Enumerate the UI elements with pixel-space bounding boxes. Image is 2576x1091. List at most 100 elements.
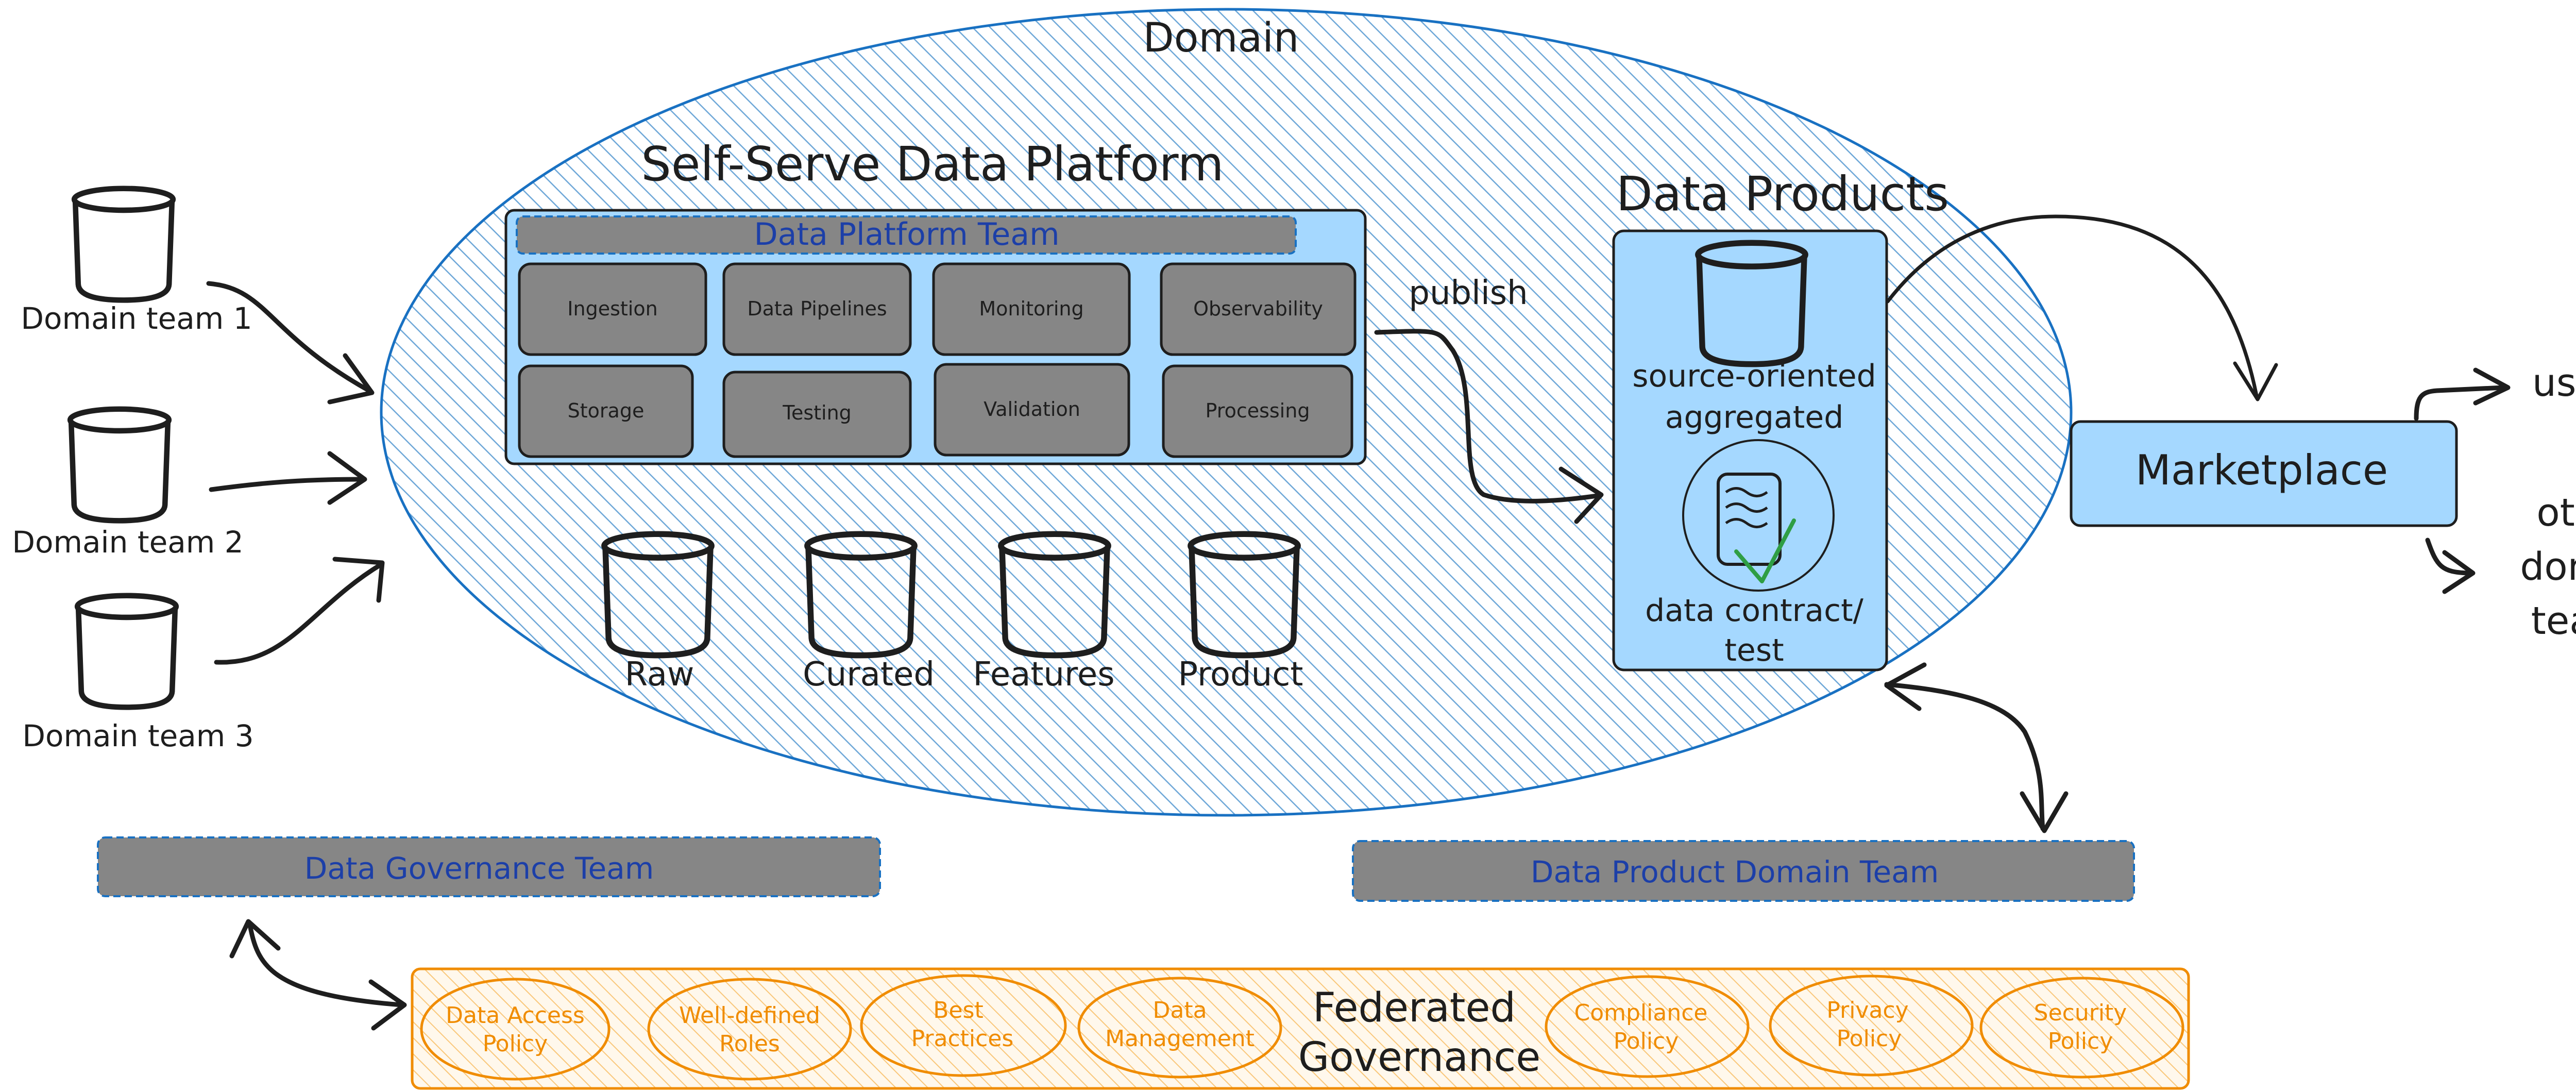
policy-privacy-line1: Privacy: [1826, 997, 1908, 1023]
marketplace-arrow-head: [2233, 361, 2278, 401]
marketplace-box: [2070, 420, 2458, 527]
domain-title: Domain: [1143, 15, 1299, 61]
module-validation-label: Validation: [984, 398, 1080, 421]
data-contract-icon: [1682, 439, 1835, 592]
data-products-title: Data Products: [1616, 166, 1949, 222]
product-domain-team-banner: [1352, 840, 2135, 902]
marketplace-arrow: [1886, 214, 2278, 401]
policy-oval-security: [1979, 977, 2184, 1079]
module-processing-label: Processing: [1206, 399, 1310, 422]
arrow-team2: [209, 477, 363, 492]
policy-oval-best-practices: [860, 974, 1067, 1077]
arrow-team3-head: [332, 557, 385, 603]
policy-oval-privacy: [1769, 975, 1974, 1077]
domain-team-2-bucket-icon: [70, 409, 169, 521]
policy-compliance-line1: Compliance: [1574, 1000, 1708, 1026]
module-observability-label: Observability: [1193, 297, 1323, 320]
team-arrows: [206, 281, 385, 665]
module-storage-label: Storage: [568, 399, 645, 422]
federated-governance-band: [411, 967, 2190, 1090]
domain-team-3-bucket-icon: [77, 596, 176, 708]
domain-team-1-label: Domain team 1: [21, 301, 252, 336]
policy-oval-data-management: [1077, 977, 1282, 1079]
module-data-pipelines: [722, 262, 912, 356]
policy-ovals: [420, 974, 2184, 1081]
product-team-arrow-path: [1884, 682, 2045, 831]
module-observability: [1160, 262, 1357, 356]
federated-title-line2: Governance: [1298, 1034, 1541, 1081]
domain-team-3-label: Domain team 3: [22, 718, 253, 753]
domain-teams: Domain team 1 Domain team 2 Domain team …: [12, 189, 254, 753]
policy-mgmt-line1: Data: [1153, 997, 1207, 1023]
module-data-pipelines-label: Data Pipelines: [747, 297, 887, 320]
policy-oval-compliance: [1545, 975, 1750, 1078]
store-curated-label: Curated: [803, 656, 935, 694]
platform-team-label: Data Platform Team: [754, 216, 1059, 253]
store-features-label: Features: [973, 656, 1114, 694]
data-product-line2: aggregated: [1665, 399, 1844, 435]
product-team-arrow: [1884, 662, 2069, 833]
policy-oval-well-defined-roles: [647, 978, 852, 1081]
governance-arrow-head-bottom: [368, 979, 407, 1031]
arrow-team1: [206, 281, 374, 394]
module-testing-label: Testing: [782, 401, 852, 424]
publish-label: publish: [1409, 274, 1528, 312]
arrow-to-other-teams: [2425, 538, 2470, 576]
marketplace-out-arrows: [2414, 367, 2511, 594]
platform-team-banner: [516, 215, 1297, 255]
policy-best-line1: Best: [933, 997, 983, 1023]
policy-roles-line1: Well-defined: [679, 1002, 820, 1029]
other-teams-line2: domain: [2520, 545, 2576, 589]
marketplace-arrow-path: [1886, 214, 2259, 398]
policy-compliance-line2: Policy: [1614, 1028, 1679, 1054]
policy-privacy-line2: Policy: [1837, 1026, 1902, 1052]
module-storage: [518, 364, 694, 458]
policy-mgmt-line2: Management: [1105, 1026, 1255, 1052]
product-team-arrow-head-bottom: [2020, 791, 2069, 833]
publish-arrow: [1374, 329, 1604, 524]
policy-labels: Data Access Policy Well-defined Roles Be…: [446, 997, 2127, 1057]
product-domain-team-label: Data Product Domain Team: [1531, 854, 1939, 889]
data-contract-line1: data contract/: [1645, 593, 1863, 629]
arrow-team1-head: [327, 353, 375, 405]
policy-oval-data-access: [420, 978, 611, 1081]
platform-modules: Ingestion Data Pipelines Monitoring Obse…: [518, 262, 1357, 458]
policy-security-line1: Security: [2034, 1000, 2127, 1026]
module-ingestion: [518, 262, 707, 356]
store-raw-label: Raw: [625, 656, 694, 694]
other-teams-line3: teams: [2531, 599, 2576, 643]
module-monitoring-label: Monitoring: [979, 297, 1083, 320]
platform-stores: Raw Curated Features Product: [604, 534, 1303, 694]
platform-title: Self-Serve Data Platform: [641, 137, 1224, 192]
publish-arrow-path: [1374, 329, 1600, 503]
governance-team-label: Data Governance Team: [304, 851, 654, 886]
data-product-line1: source-oriented: [1632, 358, 1876, 394]
module-validation: [934, 363, 1130, 457]
policy-data-access-line2: Policy: [483, 1031, 548, 1057]
other-teams-line1: other: [2536, 491, 2576, 535]
module-processing: [1162, 364, 1353, 458]
publish-arrow-head: [1558, 466, 1604, 524]
arrow-team3: [214, 562, 384, 665]
users-label: users: [2532, 361, 2576, 405]
module-ingestion-label: Ingestion: [567, 297, 657, 320]
arrow-team2-head: [327, 451, 367, 505]
store-product-label: Product: [1178, 656, 1303, 694]
arrow-to-users: [2414, 385, 2506, 421]
governance-arrow-head-top: [229, 919, 281, 959]
arrow-to-other-teams-head: [2442, 550, 2476, 594]
policy-data-access-line1: Data Access: [446, 1002, 585, 1029]
federated-title-line1: Federated: [1313, 985, 1516, 1031]
data-contract-line2: test: [1724, 632, 1784, 668]
product-team-arrow-head-top: [1884, 662, 1927, 711]
policy-roles-line2: Roles: [719, 1031, 780, 1057]
governance-arrow-path: [247, 922, 404, 1008]
module-monitoring: [932, 262, 1131, 356]
domain-team-1-bucket-icon: [74, 189, 173, 300]
policy-best-line2: Practices: [911, 1026, 1014, 1052]
governance-arrow: [229, 919, 407, 1031]
arrow-to-users-head: [2473, 367, 2511, 406]
marketplace-label: Marketplace: [2136, 446, 2388, 494]
